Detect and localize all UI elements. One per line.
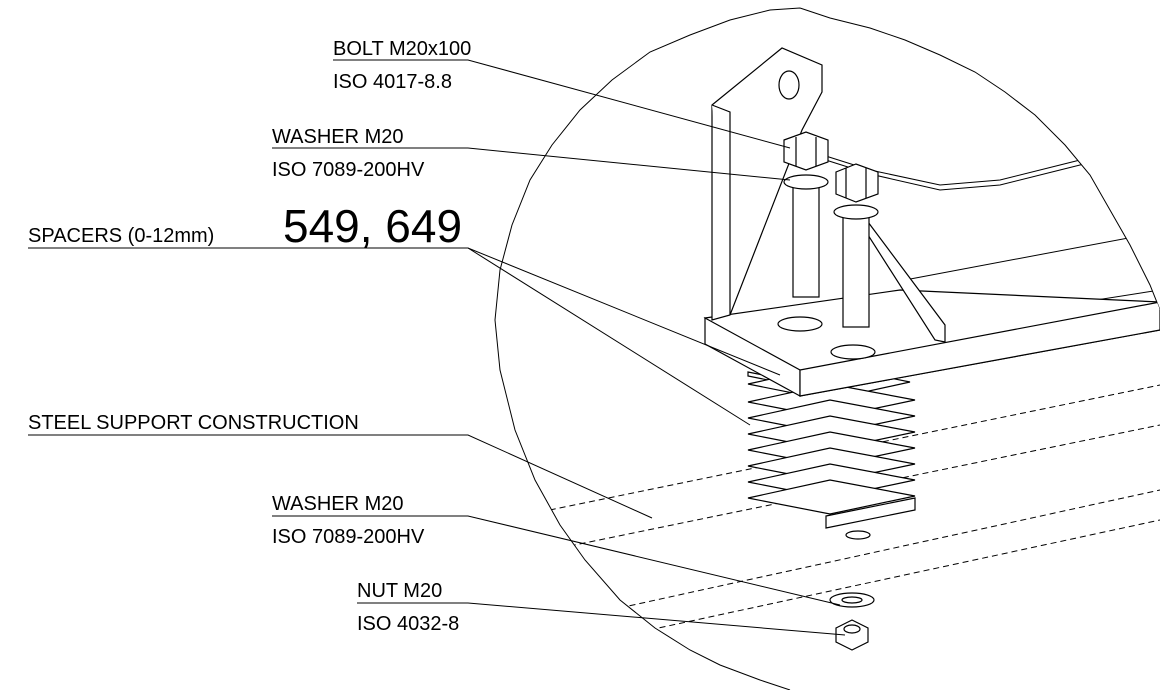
steel-support-hidden-lines	[539, 384, 1160, 633]
washer-bottom-callout-line1: WASHER M20	[272, 493, 404, 515]
leader-lines	[28, 59, 846, 636]
washer-top-callout-line2: ISO 7089-200HV	[272, 159, 425, 181]
lower-washer	[829, 592, 875, 608]
washer-bottom-callout-line2: ISO 7089-200HV	[272, 526, 425, 548]
bolt-callout-line1: BOLT M20x100	[333, 38, 471, 60]
steel-support-callout: STEEL SUPPORT CONSTRUCTION	[28, 412, 359, 434]
bolt-callout-line2: ISO 4017-8.8	[333, 71, 452, 93]
bolt-2	[833, 163, 879, 328]
assembly-drawing	[539, 47, 1160, 651]
lower-nut	[835, 619, 869, 651]
detail-circle	[494, 7, 1160, 690]
nut-callout-line1: NUT M20	[357, 580, 442, 602]
spacers-callout-label: SPACERS (0-12mm)	[28, 225, 214, 247]
nut-callout-line2: ISO 4032-8	[357, 613, 459, 635]
washer-top-callout-line1: WASHER M20	[272, 126, 404, 148]
bolt-1	[783, 131, 829, 298]
angle-bracket	[711, 47, 946, 343]
spacers-callout-numbers: 549, 649	[283, 200, 462, 252]
base-plate	[703, 289, 1160, 398]
